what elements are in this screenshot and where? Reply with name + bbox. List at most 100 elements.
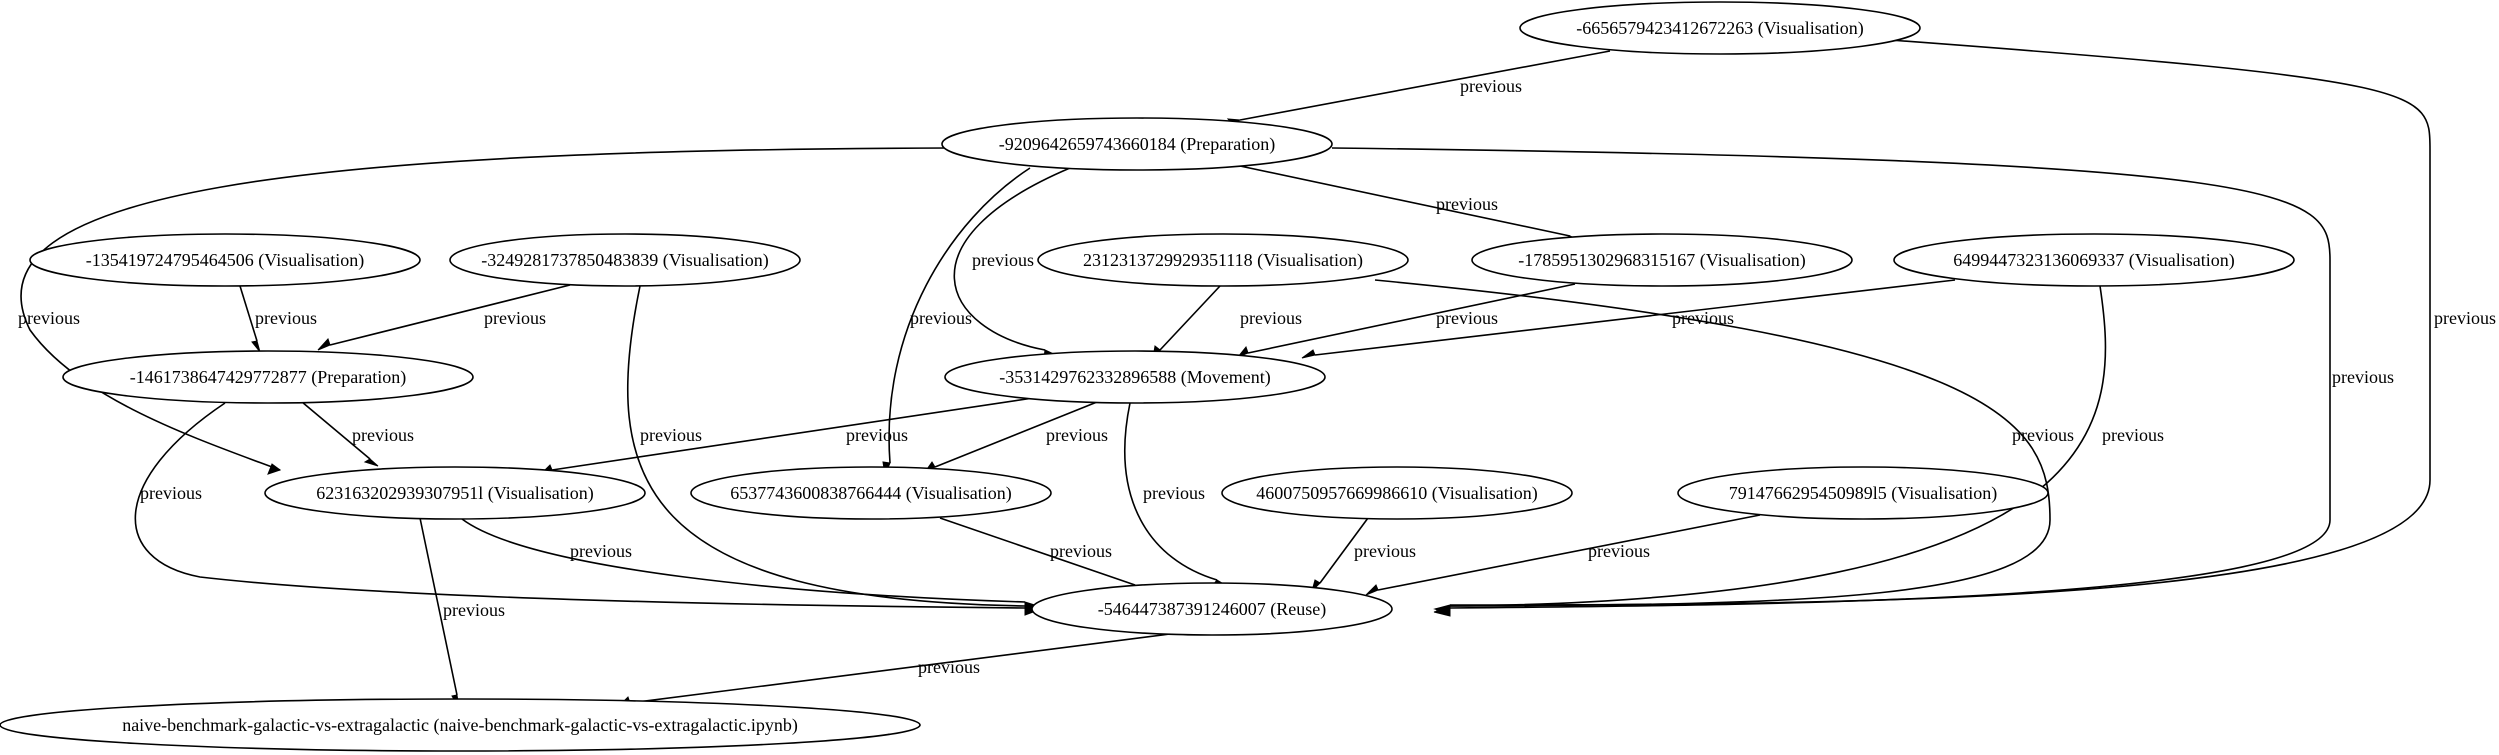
edge-label: previous xyxy=(1672,308,1734,328)
graph-node: -135419724795464506 (Visualisation) xyxy=(29,233,421,287)
node-ellipse xyxy=(264,466,646,520)
arrowhead-icon xyxy=(317,338,331,351)
arrowhead-icon xyxy=(1365,584,1379,596)
node-layer: -6656579423412672263 (Visualisation) -920… xyxy=(0,1,2295,752)
edge-n1-to-n14: previous xyxy=(1433,39,2496,614)
arrowhead-icon xyxy=(1301,349,1316,359)
node-ellipse xyxy=(690,466,1052,520)
edge-n5-to-n14: previous xyxy=(1374,279,2074,614)
arrowhead-icon xyxy=(1434,605,1451,613)
edge-n5-to-n9: previous xyxy=(1152,285,1302,360)
node-label: 4600750957669986610 (Visualisation) xyxy=(1256,483,1537,504)
arrowhead-icon xyxy=(267,463,282,475)
node-label: -1461738647429772877 (Preparation) xyxy=(130,367,406,388)
arrowhead-icon xyxy=(251,340,261,353)
edge-label: previous xyxy=(1354,541,1416,561)
edge-line xyxy=(301,401,371,460)
edge-label: previous xyxy=(1240,308,1302,328)
edge-label: previous xyxy=(140,483,202,503)
edge-line xyxy=(1449,285,2107,607)
node-ellipse xyxy=(941,117,1333,171)
edge-line xyxy=(1377,514,1761,591)
edge-label: previous xyxy=(18,308,80,328)
graph-node: -6656579423412672263 (Visualisation) xyxy=(1519,1,1921,55)
edge-label: previous xyxy=(1050,541,1112,561)
edge-n10-to-n15: previous xyxy=(419,517,505,709)
node-label: 623163202939307951l (Visualisation) xyxy=(316,483,593,504)
edge-line xyxy=(1331,147,2331,609)
edge-line xyxy=(239,285,258,342)
edge-label: previous xyxy=(972,250,1034,270)
graph-node: -9209642659743660184 (Preparation) xyxy=(941,117,1333,171)
node-ellipse xyxy=(29,233,421,287)
edge-label: previous xyxy=(846,425,908,445)
edge-n9-to-n11: previous xyxy=(924,401,1108,473)
edge-line xyxy=(551,396,1041,471)
edge-label: previous xyxy=(2332,367,2394,387)
edge-label: previous xyxy=(1143,483,1205,503)
node-label: 6537743600838766444 (Visualisation) xyxy=(730,483,1011,504)
edge-label: previous xyxy=(640,425,702,445)
edge-n4-to-n8: previous xyxy=(317,284,571,351)
edge-label: previous xyxy=(1436,308,1498,328)
node-label: -3531429762332896588 (Movement) xyxy=(999,367,1270,388)
edge-n7-to-n14: previous xyxy=(1434,285,2164,613)
node-label: naive-benchmark-galactic-vs-extragalacti… xyxy=(122,715,798,736)
edge-label: previous xyxy=(570,541,632,561)
graph-node: 2312313729929351118 (Visualisation) xyxy=(1037,233,1409,287)
graph-node: 6537743600838766444 (Visualisation) xyxy=(690,466,1052,520)
edge-n3-to-n8: previous xyxy=(239,285,317,353)
edge-n14-to-n15: previous xyxy=(617,633,1171,708)
node-label: -1785951302968315167 (Visualisation) xyxy=(1518,250,1805,271)
graph-node: -3249281737850483839 (Visualisation) xyxy=(449,233,801,287)
graph-node: -3531429762332896588 (Movement) xyxy=(944,350,1326,404)
edge-n13-to-n14: previous xyxy=(1365,514,1761,596)
node-ellipse xyxy=(1677,466,2049,520)
edge-line xyxy=(1314,279,1956,356)
edge-line xyxy=(134,402,1026,609)
edge-n2-to-n14: previous xyxy=(1331,147,2394,617)
node-ellipse xyxy=(1031,582,1393,636)
edge-n9-to-n14: previous xyxy=(1124,402,1228,587)
node-label: 7914766295450989l5 (Visualisation) xyxy=(1729,483,1997,504)
node-ellipse xyxy=(1221,466,1573,520)
edge-label: previous xyxy=(1588,541,1650,561)
node-ellipse xyxy=(1471,233,1853,287)
graph-node: -1785951302968315167 (Visualisation) xyxy=(1471,233,1853,287)
graph-node: 623163202939307951l (Visualisation) xyxy=(264,466,646,520)
arrowhead-icon xyxy=(363,458,379,467)
edge-line xyxy=(934,401,1098,468)
edge-line xyxy=(1124,402,1218,581)
node-ellipse xyxy=(1037,233,1409,287)
graph-node: -1461738647429772877 (Preparation) xyxy=(62,350,474,404)
edge-label: previous xyxy=(918,657,980,677)
edge-line xyxy=(1159,285,1221,351)
node-ellipse xyxy=(62,350,474,404)
edge-label: previous xyxy=(255,308,317,328)
graph-node: 4600750957669986610 (Visualisation) xyxy=(1221,466,1573,520)
edge-line xyxy=(939,517,1136,586)
edge-n11-to-n14: previous xyxy=(939,517,1147,591)
edge-line xyxy=(461,518,1026,603)
edge-line xyxy=(1239,165,1571,237)
edge-n1-to-n2: previous xyxy=(1226,50,1611,125)
edge-n8-to-n14: previous xyxy=(134,402,1038,616)
edge-line xyxy=(1374,279,2051,607)
edge-line xyxy=(1319,517,1369,584)
edge-line xyxy=(419,517,458,696)
edge-label: previous xyxy=(1436,194,1498,214)
edge-line xyxy=(626,285,1026,607)
node-ellipse xyxy=(1893,233,2295,287)
edge-label: previous xyxy=(2012,425,2074,445)
edge-label: previous xyxy=(2434,308,2496,328)
graph-node: 6499447323136069337 (Visualisation) xyxy=(1893,233,2295,287)
graph-node: naive-benchmark-galactic-vs-extragalacti… xyxy=(0,698,921,752)
node-label: 2312313729929351118 (Visualisation) xyxy=(1083,250,1363,271)
edge-line xyxy=(629,633,1171,704)
edge-n12-to-n14: previous xyxy=(1311,517,1416,593)
edge-n9-to-n10: previous xyxy=(540,396,1041,475)
graph-node: 7914766295450989l5 (Visualisation) xyxy=(1677,466,2049,520)
edge-label: previous xyxy=(1460,76,1522,96)
